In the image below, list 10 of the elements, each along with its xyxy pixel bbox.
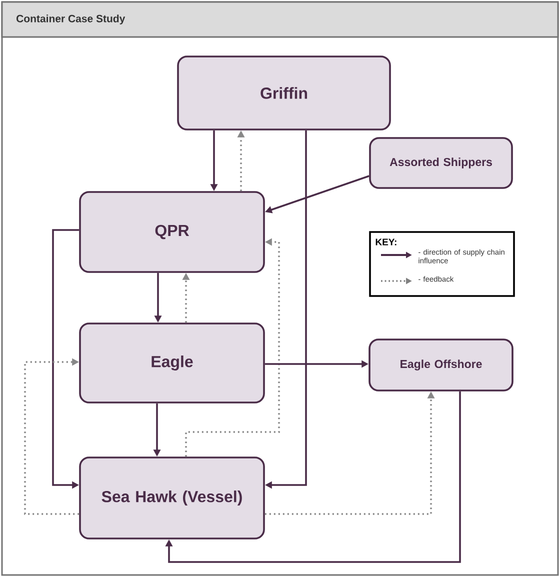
entity-box: Assorted Shippers [369, 137, 513, 189]
entity-box: Griffin [177, 56, 391, 130]
entity-box: QPR [79, 191, 265, 273]
arrow [165, 391, 461, 563]
header-band: Container Case Study [1, 1, 559, 38]
feedback-arrow [24, 358, 80, 515]
entity-box: Sea Hawk (Vessel) [79, 456, 265, 540]
key-heading: KEY: [376, 238, 396, 246]
entity-box: Eagle Offshore [368, 338, 514, 392]
entity-box: Eagle [79, 322, 265, 404]
